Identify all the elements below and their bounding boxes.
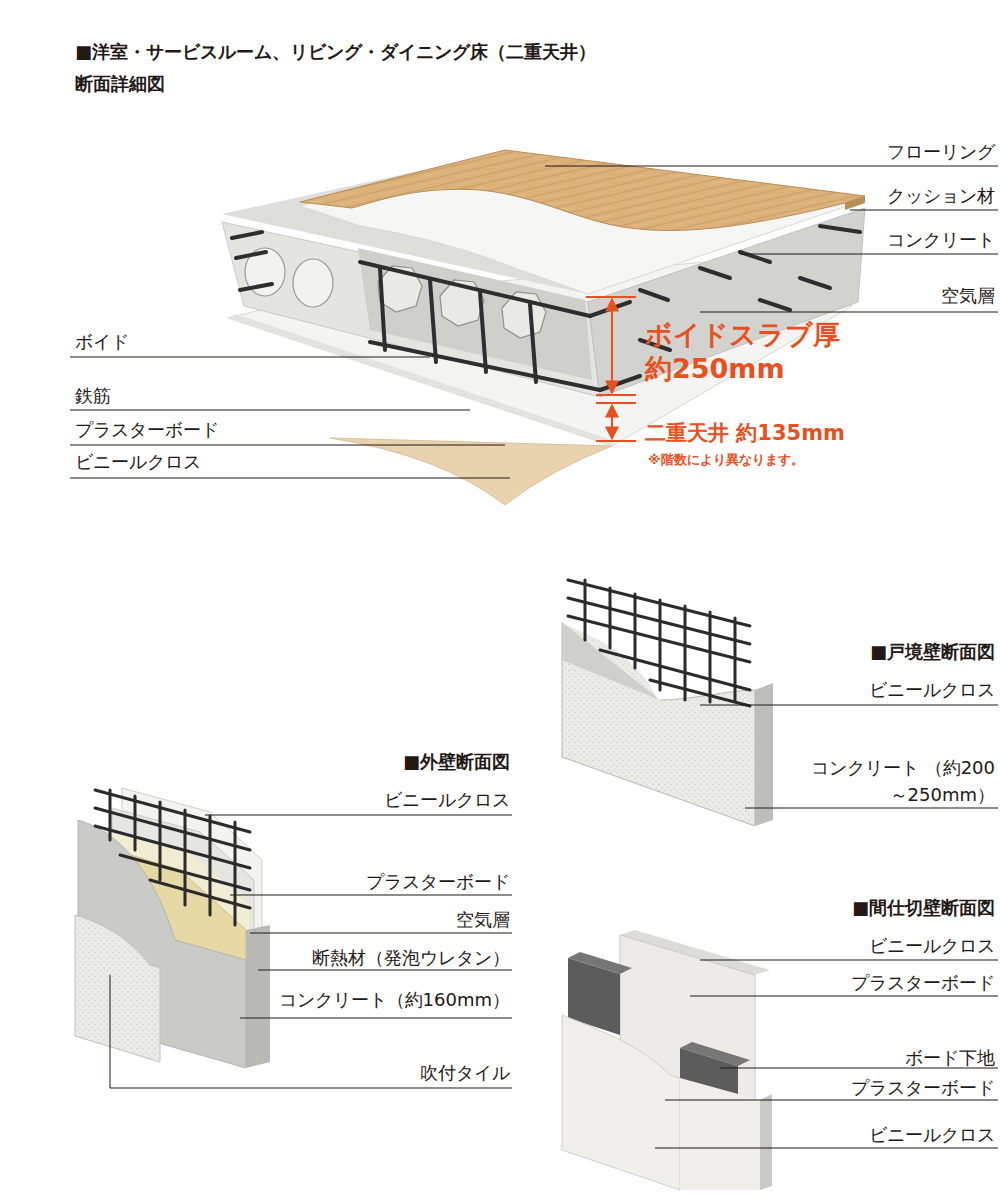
part-label: ビニールクロス [869, 679, 995, 702]
part-label: 鉄筋 [75, 385, 111, 408]
part-label: プラスターボード [75, 419, 219, 442]
diagram-title: ■洋室・サービスルーム、リビング・ダイニング床（二重天井） 断面詳細図 [75, 36, 675, 100]
dimension-label: 二重天井 約135mm [645, 420, 845, 446]
part-label: ビニールクロス [869, 935, 995, 958]
dimension-label: ボイドスラブ厚 約250mm [645, 318, 870, 386]
part-label: プラスターボード [366, 871, 510, 894]
part-label: クッション材 [887, 185, 995, 208]
part-label: 空気層 [941, 285, 995, 308]
section-heading: ■間仕切壁断面図 [852, 897, 995, 920]
leader-lines [70, 166, 998, 1148]
partition-wall-illustration [562, 930, 772, 1190]
part-label: ボード下地 [905, 1047, 995, 1070]
part-label: 空気層 [456, 909, 510, 932]
part-label: コンクリート [887, 229, 995, 252]
part-label: コンクリート（約160mm） [279, 989, 510, 1012]
outer-wall-illustration [75, 788, 270, 1068]
note-text: ※階数により異なります。 [648, 452, 804, 468]
part-label: コンクリート （約200～250mm） [810, 754, 995, 808]
dimension-lines [586, 297, 636, 441]
part-label: ビニールクロス [384, 789, 510, 812]
part-label: 断熱材（発泡ウレタン） [312, 947, 510, 970]
part-label: プラスターボード [851, 972, 995, 995]
section-heading: ■戸境壁断面図 [870, 641, 995, 664]
part-label: ボイド [75, 331, 129, 354]
part-label: 吹付タイル [420, 1062, 510, 1085]
part-label: フローリング [887, 141, 995, 164]
part-label: ビニールクロス [869, 1124, 995, 1147]
part-label: プラスターボード [851, 1077, 995, 1100]
section-heading: ■外壁断面図 [403, 751, 510, 774]
part-label: ビニールクロス [75, 451, 201, 474]
party-wall-illustration [562, 580, 773, 826]
